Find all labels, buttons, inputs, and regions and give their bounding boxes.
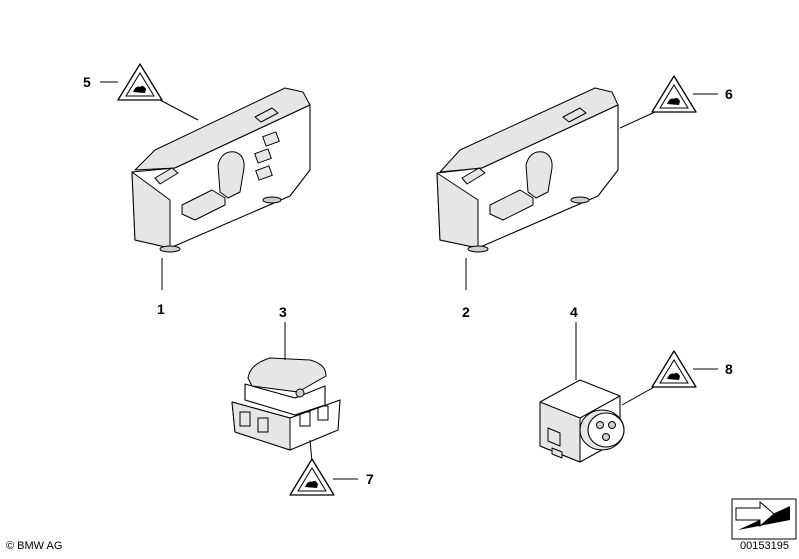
esd-warning-triangle-icon (651, 75, 697, 113)
part-3-rocker-switch[interactable] (231, 357, 341, 451)
warning-triangle-6 (651, 75, 697, 113)
part-1-seat-switch-memory[interactable] (131, 87, 311, 253)
esd-warning-triangle-icon (289, 458, 335, 496)
callout-7: 7 (366, 471, 374, 487)
callout-8: 8 (725, 361, 733, 377)
callout-1: 1 (157, 301, 165, 317)
part-number-label: 00153195 (740, 540, 789, 552)
callout-3: 3 (279, 304, 287, 320)
part-4-rotary-switch[interactable] (539, 379, 625, 463)
next-page-arrow-button[interactable] (731, 498, 797, 540)
esd-warning-triangle-icon (651, 350, 697, 388)
callout-2: 2 (462, 304, 470, 320)
svg-text:⌁: ⌁ (138, 90, 142, 96)
esd-warning-triangle-icon: ⌁ (117, 63, 163, 101)
warning-triangle-5: ⌁ (117, 63, 163, 101)
callout-5: 5 (83, 74, 91, 90)
leader-lines (100, 81, 718, 480)
callout-4: 4 (570, 304, 578, 320)
part-2-seat-switch[interactable] (436, 87, 619, 253)
copyright-label: © BMW AG (6, 540, 63, 552)
callout-6: 6 (725, 86, 733, 102)
warning-triangle-7 (289, 458, 335, 496)
next-page-arrow-icon (735, 500, 790, 530)
warning-triangle-8 (651, 350, 697, 388)
